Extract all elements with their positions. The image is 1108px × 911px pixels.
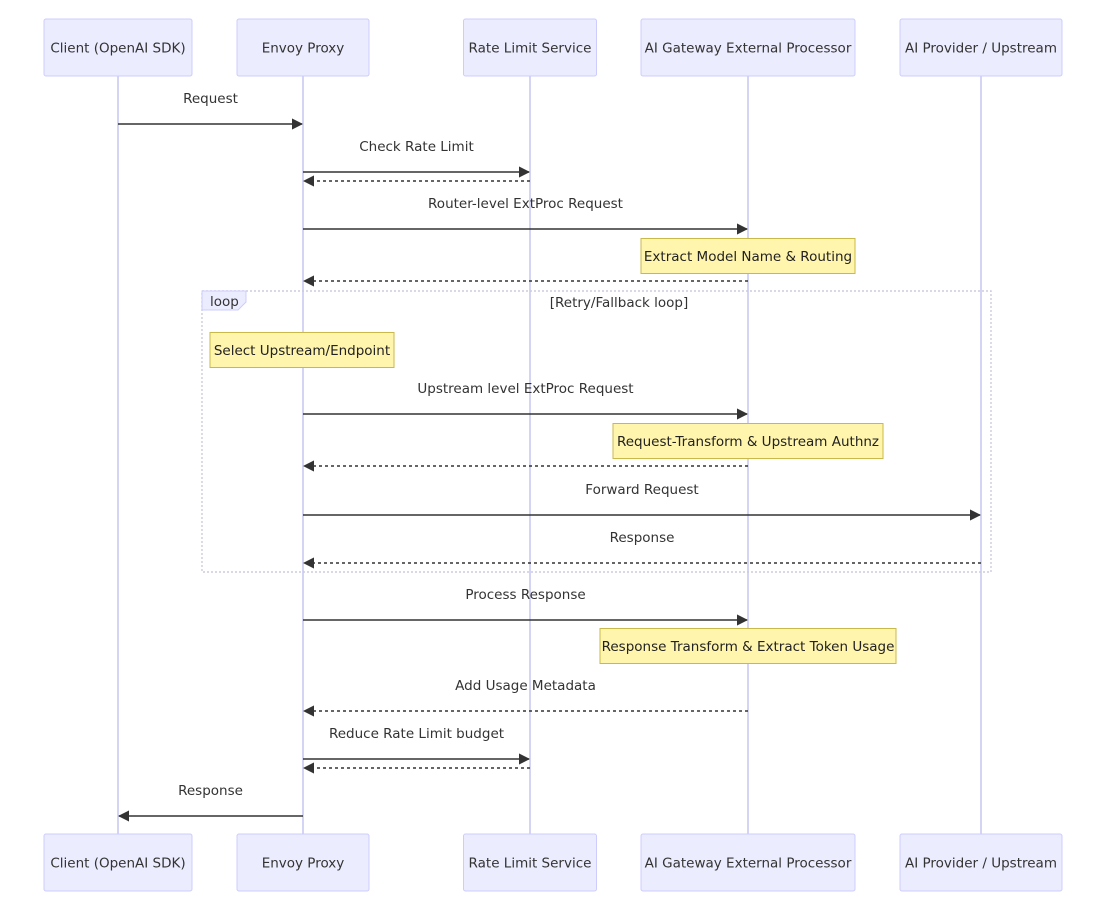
message-envoy-to-extproc: Router-level ExtProc Request xyxy=(303,196,749,235)
actor-client-bottom: Client (OpenAI SDK) xyxy=(43,833,193,892)
actor-client-top: Client (OpenAI SDK) xyxy=(43,18,193,77)
note-envoy: Select Upstream/Endpoint xyxy=(209,332,395,368)
actor-ratelimit-bottom: Rate Limit Service xyxy=(463,833,597,892)
note-box xyxy=(612,423,884,459)
message-label: Forward Request xyxy=(585,482,698,498)
message-label: Upstream level ExtProc Request xyxy=(417,381,633,397)
actor-envoy-top: Envoy Proxy xyxy=(236,18,370,77)
message-label: Response xyxy=(178,783,243,799)
actor-box xyxy=(899,833,1063,892)
note-box xyxy=(209,332,395,368)
note-box xyxy=(599,628,897,664)
actor-label: Envoy Proxy xyxy=(262,41,345,57)
message-label: Check Rate Limit xyxy=(359,139,474,155)
message-envoy-to-upstream: Forward Request xyxy=(303,482,982,521)
actor-label: AI Provider / Upstream xyxy=(905,856,1057,872)
message-label: Request xyxy=(183,91,238,107)
actor-box xyxy=(640,18,856,77)
loop-border xyxy=(201,290,992,573)
note-label: Request-Transform & Upstream Authnz xyxy=(617,434,879,450)
note-label: Select Upstream/Endpoint xyxy=(214,343,390,359)
message-envoy-to-client: Response xyxy=(117,783,303,822)
actor-envoy-bottom: Envoy Proxy xyxy=(236,833,370,892)
actor-upstream-bottom: AI Provider / Upstream xyxy=(899,833,1063,892)
loop-label-tab xyxy=(201,290,247,311)
note-extproc: Extract Model Name & Routing xyxy=(640,238,856,274)
message-envoy-to-extproc: Process Response xyxy=(303,587,749,626)
message-upstream-to-envoy: Response xyxy=(302,530,981,569)
actor-box xyxy=(236,833,370,892)
actor-extproc-top: AI Gateway External Processor xyxy=(640,18,856,77)
message-envoy-to-ratelimit: Check Rate Limit xyxy=(303,139,531,178)
note-extproc: Response Transform & Extract Token Usage xyxy=(599,628,897,664)
message-client-to-envoy: Request xyxy=(118,91,304,130)
message-label: Add Usage Metadata xyxy=(455,678,596,694)
message-extproc-to-envoy: Add Usage Metadata xyxy=(302,678,748,717)
actor-label: Client (OpenAI SDK) xyxy=(50,856,185,872)
message-envoy-to-ratelimit: Reduce Rate Limit budget xyxy=(303,726,531,765)
actor-label: Rate Limit Service xyxy=(469,41,592,57)
note-label: Extract Model Name & Routing xyxy=(644,249,852,265)
actor-label: AI Gateway External Processor xyxy=(645,856,852,872)
actor-label: AI Provider / Upstream xyxy=(905,41,1057,57)
actor-upstream-top: AI Provider / Upstream xyxy=(899,18,1063,77)
actor-label: AI Gateway External Processor xyxy=(645,41,852,57)
note-label: Response Transform & Extract Token Usage xyxy=(602,639,895,655)
actor-label: Rate Limit Service xyxy=(469,856,592,872)
message-label: Reduce Rate Limit budget xyxy=(329,726,504,742)
message-label: Process Response xyxy=(465,587,585,603)
actor-label: Client (OpenAI SDK) xyxy=(50,41,185,57)
loop-frame: loop [Retry/Fallback loop] xyxy=(201,290,992,573)
actor-extproc-bottom: AI Gateway External Processor xyxy=(640,833,856,892)
loop-keyword: loop xyxy=(210,294,239,310)
message-envoy-to-extproc: Upstream level ExtProc Request xyxy=(303,381,749,420)
actor-box xyxy=(899,18,1063,77)
actor-box xyxy=(43,18,193,77)
actor-label: Envoy Proxy xyxy=(262,856,345,872)
actor-box xyxy=(43,833,193,892)
loop-condition: [Retry/Fallback loop] xyxy=(550,295,689,311)
message-label: Response xyxy=(610,530,675,546)
actor-box xyxy=(640,833,856,892)
note-box xyxy=(640,238,856,274)
actor-box xyxy=(463,833,597,892)
actor-ratelimit-top: Rate Limit Service xyxy=(463,18,597,77)
actor-box xyxy=(463,18,597,77)
message-label: Router-level ExtProc Request xyxy=(428,196,623,212)
note-extproc: Request-Transform & Upstream Authnz xyxy=(612,423,884,459)
actor-box xyxy=(236,18,370,77)
